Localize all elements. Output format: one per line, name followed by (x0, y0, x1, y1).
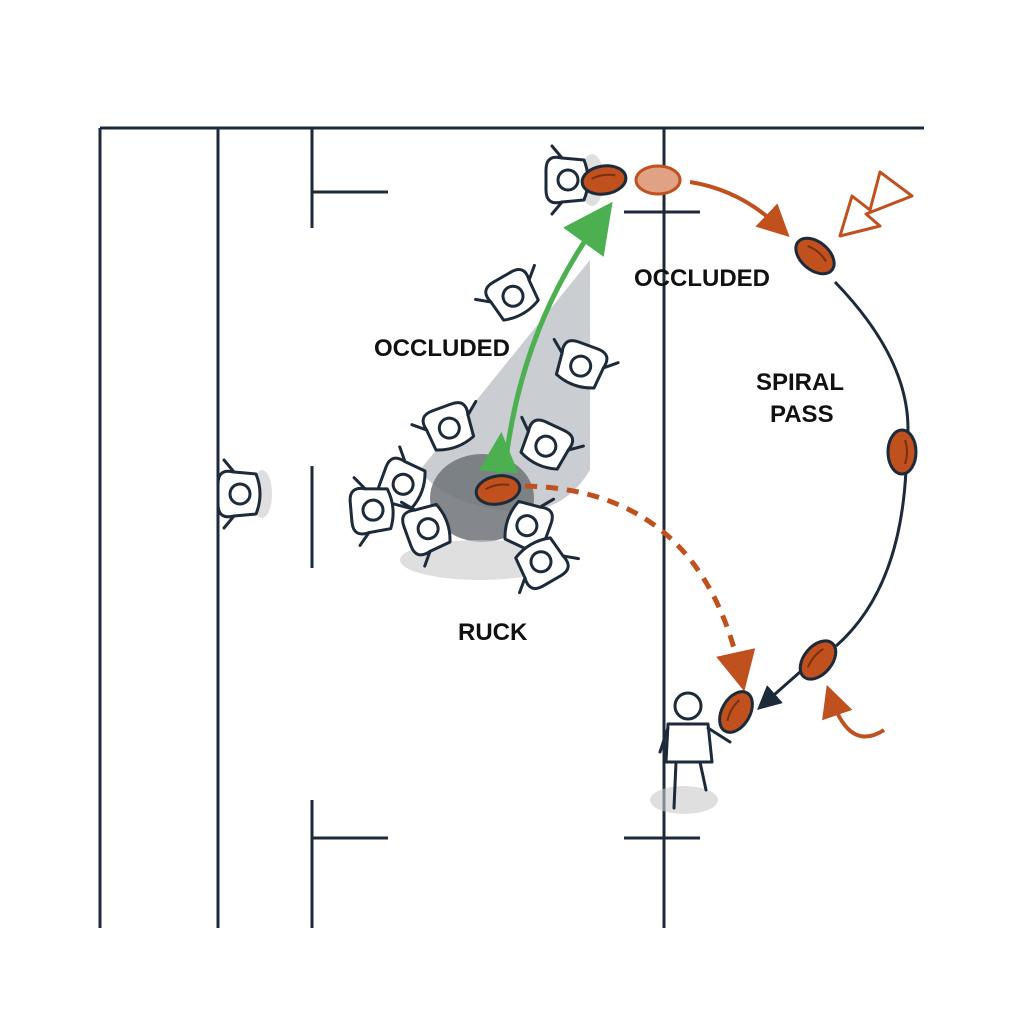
label-pass: PASS (770, 401, 834, 428)
rugby-ball-icon (787, 229, 843, 283)
rugby-ball-faded-icon (634, 164, 682, 196)
rugby-ball-icon (711, 684, 761, 740)
rugby-ball-icon (886, 428, 918, 476)
orange-dashed-arrow (524, 483, 756, 692)
spiral-pass-arc-lower (835, 469, 908, 648)
curved-arrow-icon (822, 684, 886, 739)
rugby-ball-icon (791, 632, 845, 688)
label-spiral: SPIRAL (756, 369, 844, 396)
label-occluded-right: OCCLUDED (634, 265, 770, 292)
label-occluded-left: OCCLUDED (374, 335, 510, 362)
ruck-players (346, 394, 588, 600)
spiral-pass-arc (833, 280, 910, 453)
highlight-arrow-icon (838, 170, 914, 238)
label-ruck: RUCK (458, 619, 528, 646)
spiral-pass-arrow-end (757, 670, 801, 710)
player-left (216, 458, 272, 530)
orange-top-arrow (689, 180, 790, 238)
player-receiver-bottom (650, 691, 732, 814)
